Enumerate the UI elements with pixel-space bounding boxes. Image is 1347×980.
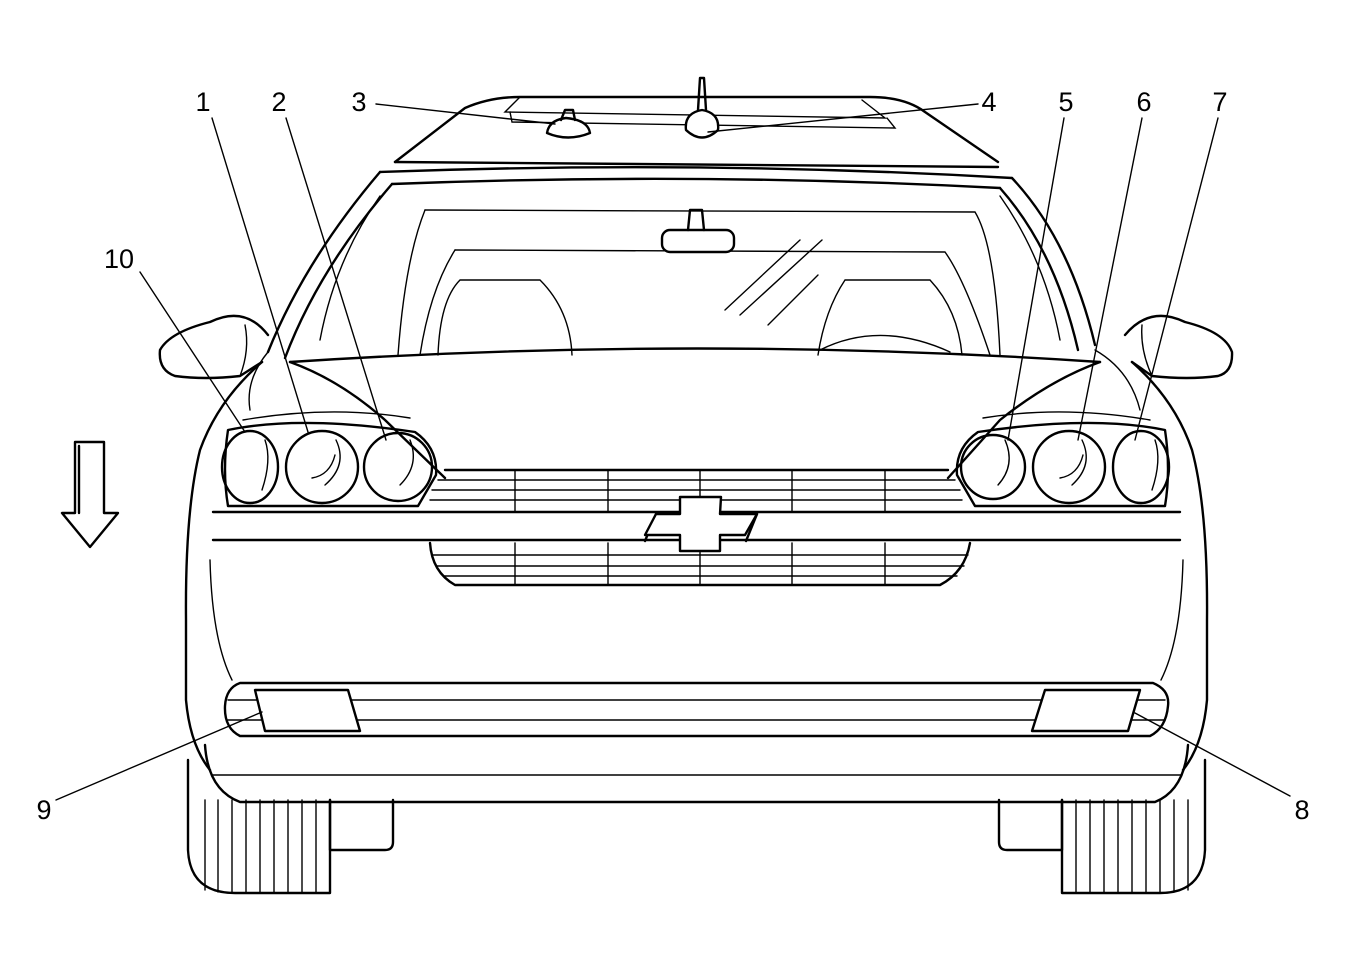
leader-1 <box>211 117 309 433</box>
leader-5 <box>1007 117 1065 441</box>
left-side-mirror <box>158 314 270 380</box>
callout-1: 1 <box>195 87 210 117</box>
right-fog-lamp-8 <box>1030 688 1142 733</box>
right-headlamp-housing <box>955 411 1170 508</box>
left-headlamp-2 <box>362 431 434 503</box>
callout-6: 6 <box>1136 87 1151 117</box>
leader-4 <box>707 103 979 133</box>
right-headlamp-5 <box>959 433 1027 501</box>
callout-leader-lines <box>55 103 1291 801</box>
leader-8 <box>1134 712 1291 797</box>
bowtie-emblem-icon <box>643 495 759 553</box>
leader-10 <box>139 271 246 433</box>
callout-8: 8 <box>1294 795 1309 825</box>
right-side-mirror <box>1123 314 1234 380</box>
callout-3: 3 <box>351 87 366 117</box>
down-arrow-icon <box>60 440 120 549</box>
leader-9 <box>55 711 263 801</box>
left-tire <box>186 758 332 895</box>
roof-lamp-icon <box>545 108 592 139</box>
lower-grille <box>428 541 972 587</box>
upper-grille <box>429 468 963 513</box>
leader-6 <box>1077 117 1143 441</box>
left-headlamp-1 <box>284 429 360 505</box>
roof-antenna-icon <box>684 76 720 139</box>
callout-4: 4 <box>981 87 996 117</box>
callout-9: 9 <box>36 795 51 825</box>
callout-5: 5 <box>1058 87 1073 117</box>
callout-2: 2 <box>271 87 286 117</box>
callout-7: 7 <box>1212 87 1227 117</box>
rearview-mirror <box>660 208 736 254</box>
leader-3 <box>375 103 556 125</box>
left-mud-flap <box>328 798 395 852</box>
right-headlamp-7 <box>1111 429 1171 505</box>
right-headlamp-6 <box>1031 429 1107 505</box>
left-headlamp-housing <box>223 411 438 508</box>
leader-2 <box>285 117 387 441</box>
hood <box>248 347 1141 480</box>
left-headlamp-10 <box>220 429 280 505</box>
callout-labels: 1 2 3 4 5 6 7 8 9 10 <box>36 87 1309 825</box>
callout-10: 10 <box>104 244 134 274</box>
seats <box>437 279 963 356</box>
front-bumper <box>203 681 1190 804</box>
leader-7 <box>1134 117 1219 441</box>
left-fog-lamp-9 <box>253 688 362 733</box>
windshield <box>266 166 1097 360</box>
right-mud-flap <box>997 798 1064 852</box>
right-tire <box>1060 758 1207 895</box>
